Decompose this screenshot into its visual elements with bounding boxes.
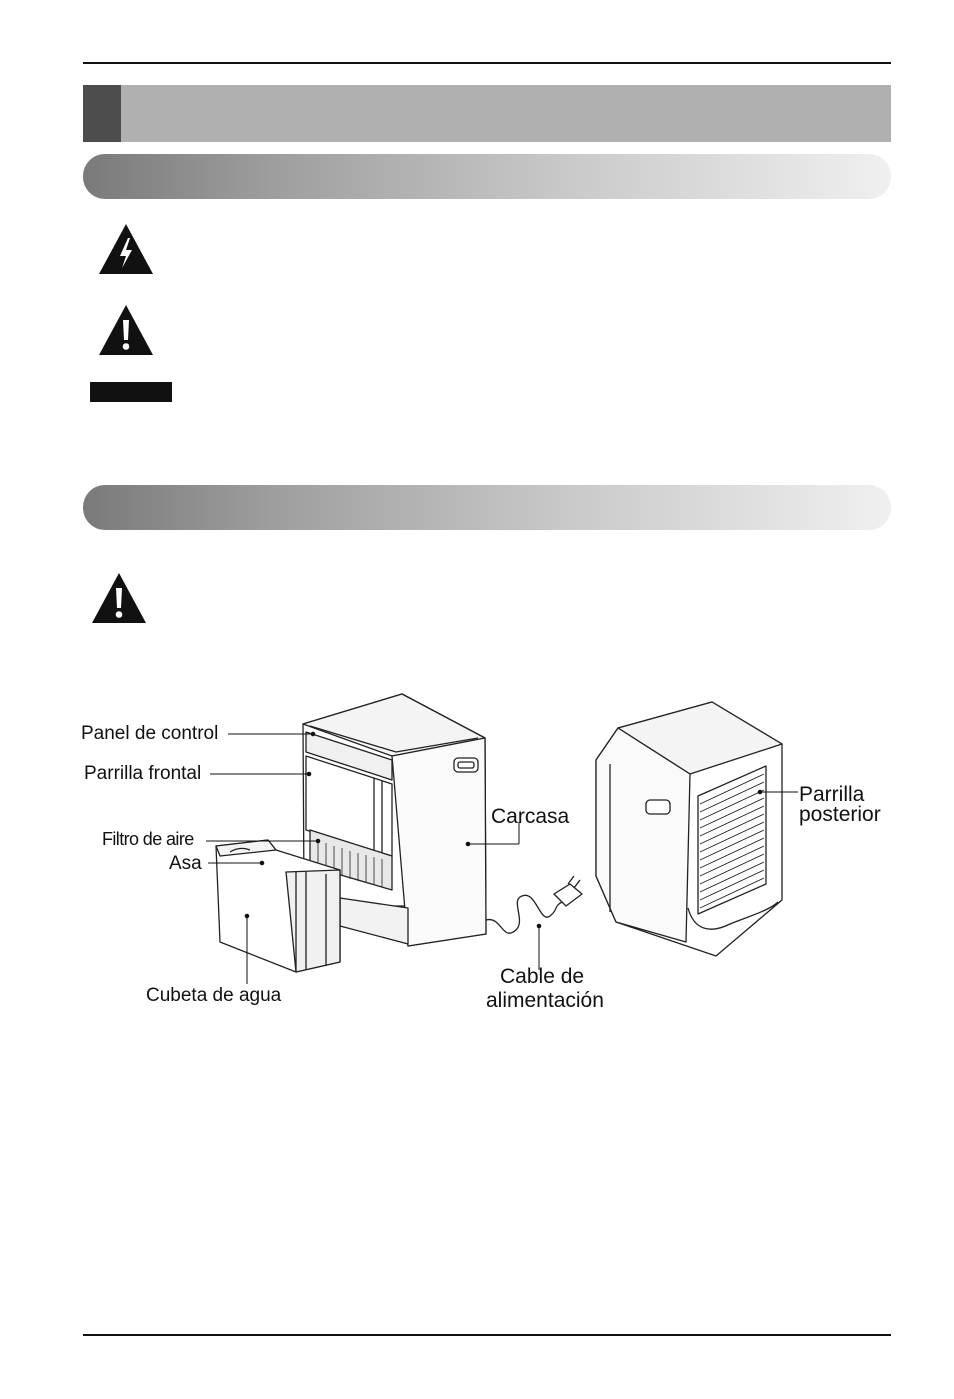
label-parrilla-frontal: Parrilla frontal [84,763,202,784]
chapter-tab [83,85,121,142]
label-parrilla-posterior-line2: posterior [799,803,881,826]
electric-shock-warning-icon [97,222,155,276]
label-parrilla-posterior-line1: Parrilla [799,783,865,806]
chapter-header-bar [83,85,891,142]
section-bar-2 [83,485,891,530]
label-cable-line1: Cable de [500,965,585,988]
note-badge [90,382,172,402]
top-rule [83,62,891,64]
label-carcasa: Carcasa [491,805,570,828]
label-panel-de-control: Panel de control [81,723,219,744]
label-asa: Asa [169,853,202,874]
label-cubeta-de-agua: Cubeta de agua [146,985,282,1006]
bottom-rule [83,1334,891,1336]
label-filtro-de-aire: Filtro de aire [102,829,194,849]
dehumidifier-parts-figure: Panel de control Parrilla frontal Filtro… [70,680,910,1020]
dehumidifier-illustration [206,693,798,984]
warning-icon [90,571,148,625]
warning-icon [97,303,155,357]
section-bar-1 [83,154,891,199]
label-cable-line2: alimentación [486,989,604,1012]
